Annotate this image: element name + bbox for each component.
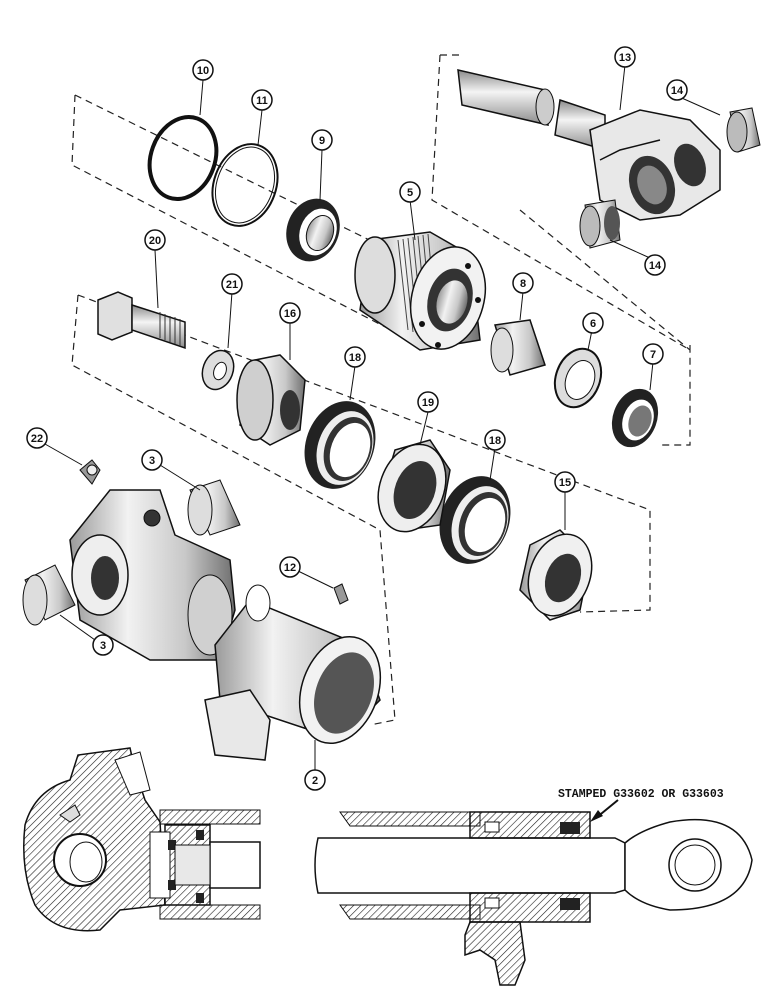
section-rod-left [174, 841, 261, 889]
part-3-bushing-lower [22, 564, 76, 626]
section-rod-right [314, 837, 626, 894]
callout-21: 21 [221, 273, 243, 295]
svg-text:5: 5 [407, 187, 413, 199]
part-12-set-screw [333, 583, 349, 605]
section-port [464, 921, 526, 986]
leader-lines [44, 64, 721, 770]
callout-19: 19 [417, 391, 439, 413]
callout-6: 6 [582, 312, 604, 334]
svg-text:22: 22 [31, 433, 43, 445]
group-seal-kit-outline [71, 94, 421, 346]
part-5-gland [354, 231, 487, 351]
callout-14-lower: 14 [644, 254, 666, 276]
group-gland-outline [519, 209, 691, 446]
svg-text:2: 2 [312, 775, 318, 787]
svg-text:3: 3 [149, 455, 155, 467]
part-16-piston-nut [236, 354, 306, 446]
svg-text:6: 6 [590, 318, 596, 330]
svg-text:12: 12 [284, 562, 296, 574]
part-8-bushing [490, 319, 546, 376]
svg-text:15: 15 [559, 477, 571, 489]
callout-3-upper: 3 [141, 449, 163, 471]
cylinder-base-body [69, 489, 236, 661]
part-14-bushing-lower [579, 199, 621, 249]
cross-section-assembly [23, 747, 753, 986]
stamped-arrow [590, 799, 619, 822]
stamped-annotation: STAMPED G33602 OR G33603 [558, 788, 724, 801]
section-gland [469, 811, 591, 923]
callouts: 10 11 9 13 14 14 5 20 21 16 8 6 7 18 19 … [26, 46, 688, 791]
callout-18-lower: 18 [484, 429, 506, 451]
svg-text:19: 19 [422, 397, 434, 409]
part-7-seal [611, 388, 659, 448]
part-11-backup-ring [211, 143, 279, 227]
callout-10: 10 [192, 59, 214, 81]
section-tube-left [159, 809, 261, 920]
svg-text:13: 13 [619, 52, 631, 64]
part-20-bolt [97, 291, 186, 350]
part-13-rod-clevis [457, 69, 721, 221]
callout-16: 16 [279, 302, 301, 324]
dashed-group-outlines [71, 54, 691, 726]
callout-22: 22 [26, 427, 48, 449]
svg-text:14: 14 [671, 85, 684, 97]
part-6-seal [553, 347, 603, 409]
section-tube-right [339, 811, 481, 920]
part-22-grease-fitting [79, 459, 101, 485]
part-21-washer [201, 349, 235, 391]
group-rod-end-outline [431, 54, 691, 352]
section-base-end [23, 747, 166, 932]
part-2-cylinder-tube [204, 584, 382, 761]
part-14-bushing-upper [726, 107, 761, 153]
callout-3-lower: 3 [92, 634, 114, 656]
part-18-piston-ring-lower [439, 476, 511, 564]
callout-14-upper: 14 [666, 79, 688, 101]
part-10-o-ring [147, 115, 219, 201]
svg-text:20: 20 [149, 235, 161, 247]
callout-20: 20 [144, 229, 166, 251]
svg-text:11: 11 [256, 95, 268, 107]
part-19-piston [377, 439, 451, 533]
callout-11: 11 [251, 89, 273, 111]
callout-2: 2 [304, 769, 326, 791]
svg-text:10: 10 [197, 65, 209, 77]
part-9-wiper-seal [286, 198, 340, 262]
callout-9: 9 [311, 129, 333, 151]
svg-text:21: 21 [226, 279, 238, 291]
svg-text:7: 7 [650, 349, 656, 361]
part-3-bushing-upper [187, 479, 241, 536]
callout-18-upper: 18 [344, 346, 366, 368]
section-rod-eye [624, 818, 753, 911]
svg-text:18: 18 [349, 352, 361, 364]
svg-text:16: 16 [284, 308, 296, 320]
callout-13: 13 [614, 46, 636, 68]
group-piston-outline [71, 294, 651, 726]
callout-8: 8 [512, 272, 534, 294]
callout-15: 15 [554, 471, 576, 493]
svg-text:9: 9 [319, 135, 325, 147]
svg-text:18: 18 [489, 435, 501, 447]
callout-5: 5 [399, 181, 421, 203]
svg-text:14: 14 [649, 260, 662, 272]
svg-text:3: 3 [100, 640, 106, 652]
callout-7: 7 [642, 343, 664, 365]
part-15-end-piece [519, 529, 593, 621]
part-18-piston-ring-upper [304, 401, 376, 489]
svg-text:8: 8 [520, 278, 526, 290]
callout-12: 12 [279, 556, 301, 578]
